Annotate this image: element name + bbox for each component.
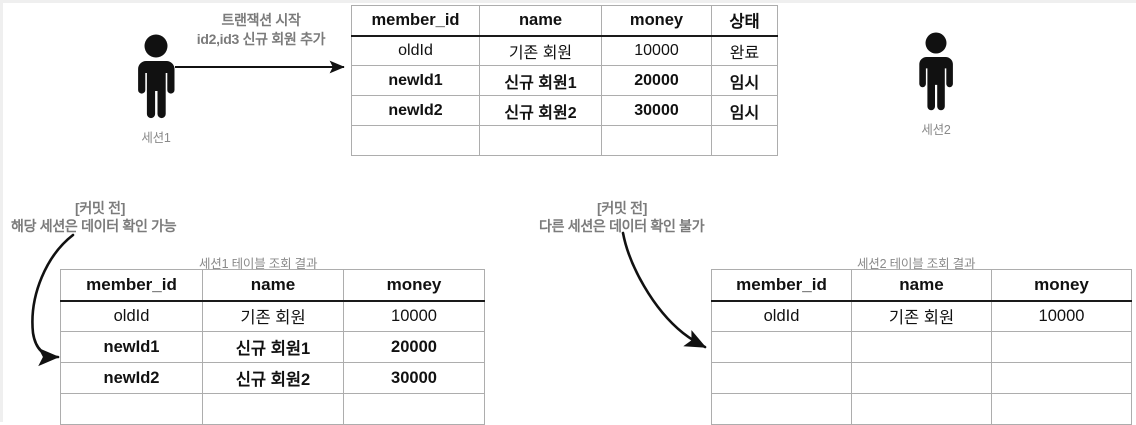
- session2-result-table-column-header: member_id: [711, 269, 852, 302]
- session1-result-table-cell: [202, 393, 344, 425]
- transaction-start-line1: 트랜잭션 시작: [221, 12, 301, 28]
- right-table-title: 세션2 테이블 조회 결과: [857, 257, 976, 271]
- session2-result-table-column-header: money: [991, 269, 1132, 302]
- session1-result-table-row: [60, 393, 485, 425]
- transaction-state-table-cell: oldId: [351, 35, 480, 66]
- left-annotation-line1: [커밋 전]: [75, 200, 126, 216]
- session2-result-table-cell: [991, 393, 1132, 425]
- session2-result-table-cell: [711, 393, 852, 425]
- session1-result-table-column-header: member_id: [60, 269, 203, 302]
- transaction-state-table-column-header: money: [601, 5, 712, 37]
- session1-result-table-cell: oldId: [60, 300, 203, 332]
- transaction-state-table-cell: 임시: [711, 95, 778, 126]
- session2-result-table-cell: 기존 회원: [851, 300, 992, 332]
- person-icon: [919, 32, 953, 111]
- session2-result-table-row: [711, 393, 1132, 425]
- right-annotation-line1: [커밋 전]: [597, 200, 648, 216]
- session1-result-table-cell: 10000: [343, 300, 485, 332]
- transaction-state-table-cell: [479, 125, 602, 156]
- session2-result-table-cell: oldId: [711, 300, 852, 332]
- transaction-state-table-cell: newId2: [351, 95, 480, 126]
- transaction-state-table-column-header: name: [479, 5, 602, 37]
- left-table-title: 세션1 테이블 조회 결과: [199, 257, 318, 271]
- session2-label: 세션2: [921, 123, 951, 137]
- session1-result-table-column-header: name: [202, 269, 344, 302]
- session1-result-table-cell: newId2: [60, 362, 203, 394]
- session1-result-table-cell: 30000: [343, 362, 485, 394]
- transaction-state-table-row: [351, 125, 778, 156]
- transaction-state-table-cell: 10000: [601, 35, 712, 66]
- session1-result-table-cell: 20000: [343, 331, 485, 363]
- session1-result-table-column-header: money: [343, 269, 485, 302]
- person-icon: [138, 34, 175, 119]
- session2-result-table-column-header: name: [851, 269, 992, 302]
- transaction-state-table-cell: 30000: [601, 95, 712, 126]
- session2-result-table-row: [711, 331, 1132, 363]
- transaction-start-caption: 트랜잭션 시작 id2,id3 신규 회원 추가: [173, 11, 349, 49]
- transaction-state-table-cell: newId1: [351, 65, 480, 96]
- transaction-state-table-column-header: member_id: [351, 5, 480, 37]
- transaction-start-line2: id2,id3 신규 회원 추가: [196, 31, 326, 47]
- session2-result-table-cell: 10000: [991, 300, 1132, 332]
- session2-person-group: 세션2: [911, 31, 961, 137]
- session1-result-table-cell: 신규 회원2: [202, 362, 344, 394]
- transaction-state-table-cell: 신규 회원2: [479, 95, 602, 126]
- session2-result-table-row: [711, 362, 1132, 394]
- session1-label: 세션1: [141, 131, 171, 145]
- session2-result-table-cell: [991, 331, 1132, 363]
- session1-result-table-cell: [60, 393, 203, 425]
- session2-result-table-cell: [711, 362, 852, 394]
- session2-result-table-cell: [851, 331, 992, 363]
- session2-result-table-cell: [991, 362, 1132, 394]
- transaction-state-table-cell: [711, 125, 778, 156]
- transaction-state-table-cell: 신규 회원1: [479, 65, 602, 96]
- session1-person-group: 세션1: [128, 33, 184, 145]
- transaction-state-table-cell: 완료: [711, 35, 778, 66]
- transaction-state-table-cell: 임시: [711, 65, 778, 96]
- left-annotation-line2: 해당 세션은 데이터 확인 가능: [11, 218, 177, 234]
- right-annotation-line2: 다른 세션은 데이터 확인 불가: [539, 218, 705, 234]
- session2-result-table-cell: [851, 393, 992, 425]
- transaction-state-table-cell: [351, 125, 480, 156]
- transaction-state-table-cell: 기존 회원: [479, 35, 602, 66]
- session1-result-table-cell: 기존 회원: [202, 300, 344, 332]
- session1-result-table-cell: [343, 393, 485, 425]
- right-annotation-arrow: [621, 231, 707, 349]
- session2-result-table-cell: [711, 331, 852, 363]
- session1-result-table-cell: 신규 회원1: [202, 331, 344, 363]
- transaction-state-table-cell: [601, 125, 712, 156]
- session2-result-table-cell: [851, 362, 992, 394]
- transaction-state-table-column-header: 상태: [711, 5, 778, 37]
- session1-result-table-cell: newId1: [60, 331, 203, 363]
- transaction-state-table-cell: 20000: [601, 65, 712, 96]
